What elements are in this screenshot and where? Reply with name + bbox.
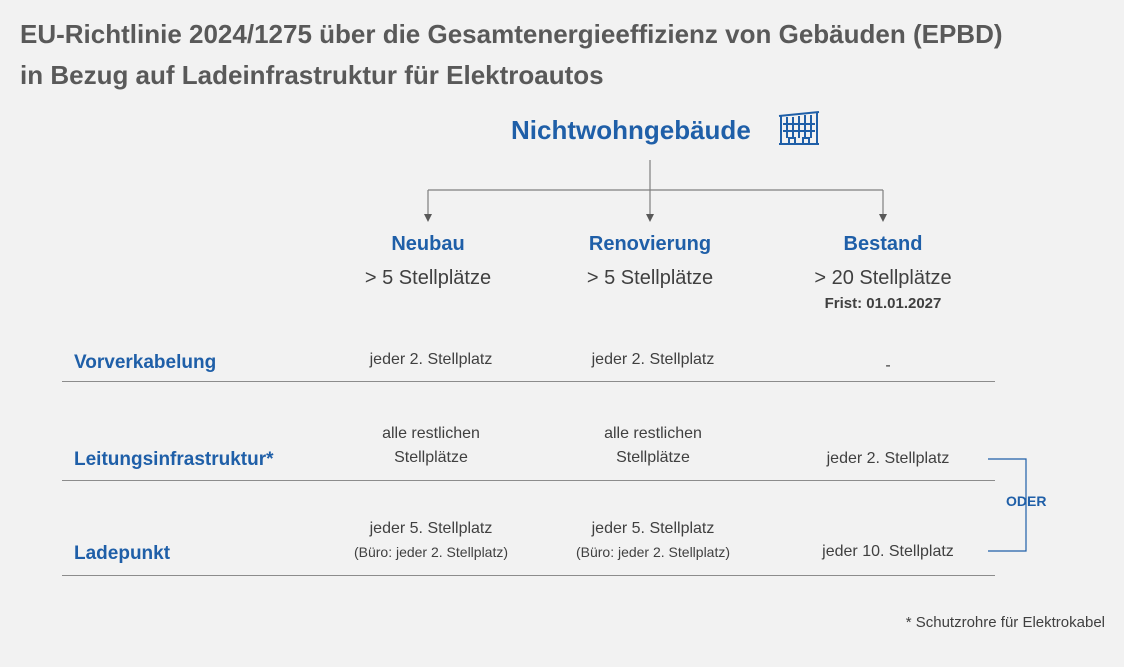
title-line-2: in Bezug auf Ladeinfrastruktur für Elekt… bbox=[20, 60, 604, 90]
cell-text: - bbox=[885, 357, 891, 374]
column-threshold-bestand: > 20 Stellplätze bbox=[814, 267, 952, 289]
cell-text: Stellplätze bbox=[394, 449, 468, 466]
row-divider bbox=[62, 575, 995, 576]
building-icon bbox=[776, 108, 822, 151]
row-label-vorverkabelung: Vorverkabelung bbox=[74, 352, 217, 373]
cell-text: Stellplätze bbox=[616, 449, 690, 466]
root-node-label: Nichtwohngebäude bbox=[511, 115, 751, 145]
cell-text: jeder 5. Stellplatz bbox=[591, 520, 715, 537]
column-head-neubau: Neubau bbox=[391, 233, 465, 255]
column-head-renovierung: Renovierung bbox=[588, 233, 712, 255]
cell-text: jeder 10. Stellplatz bbox=[822, 543, 954, 560]
page-title: EU-Richtlinie 2024/1275 über die Gesamte… bbox=[20, 14, 1100, 96]
cell-leitungsinfrastruktur-bestand: jeder 2. Stellplatz bbox=[768, 447, 1008, 471]
cell-ladepunkt-renovierung: jeder 5. Stellplatz (Büro: jeder 2. Stel… bbox=[533, 517, 773, 563]
cell-text: jeder 2. Stellplatz bbox=[591, 351, 715, 368]
cell-leitungsinfrastruktur-neubau: alle restlichen Stellplätze bbox=[311, 422, 551, 470]
row-divider bbox=[62, 480, 995, 481]
cell-ladepunkt-bestand: jeder 10. Stellplatz bbox=[768, 540, 1008, 564]
cell-subtext: (Büro: jeder 2. Stellplatz) bbox=[575, 544, 731, 560]
cell-vorverkabelung-bestand: - bbox=[768, 354, 1008, 378]
oder-label: ODER bbox=[1006, 493, 1047, 509]
cell-text: alle restlichen bbox=[382, 425, 480, 442]
cell-vorverkabelung-renovierung: jeder 2. Stellplatz bbox=[533, 348, 773, 372]
cell-text: jeder 5. Stellplatz bbox=[369, 520, 493, 537]
cell-vorverkabelung-neubau: jeder 2. Stellplatz bbox=[311, 348, 551, 372]
cell-text: jeder 2. Stellplatz bbox=[826, 450, 950, 467]
cell-ladepunkt-neubau: jeder 5. Stellplatz (Büro: jeder 2. Stel… bbox=[311, 517, 551, 563]
row-label-ladepunkt: Ladepunkt bbox=[74, 543, 171, 564]
cell-subtext: (Büro: jeder 2. Stellplatz) bbox=[353, 544, 509, 560]
column-threshold-neubau: > 5 Stellplätze bbox=[364, 267, 492, 289]
column-threshold-renovierung: > 5 Stellplätze bbox=[586, 267, 714, 289]
title-line-1: EU-Richtlinie 2024/1275 über die Gesamte… bbox=[20, 19, 1003, 49]
cell-text: jeder 2. Stellplatz bbox=[369, 351, 493, 368]
cell-leitungsinfrastruktur-renovierung: alle restlichen Stellplätze bbox=[533, 422, 773, 470]
column-deadline-bestand: Frist: 01.01.2027 bbox=[824, 295, 942, 312]
cell-text: alle restlichen bbox=[604, 425, 702, 442]
row-divider bbox=[62, 381, 995, 382]
footnote: * Schutzrohre für Elektrokabel bbox=[905, 614, 1105, 631]
row-label-leitungsinfrastruktur: Leitungsinfrastruktur* bbox=[74, 449, 274, 470]
column-head-bestand: Bestand bbox=[843, 233, 923, 255]
